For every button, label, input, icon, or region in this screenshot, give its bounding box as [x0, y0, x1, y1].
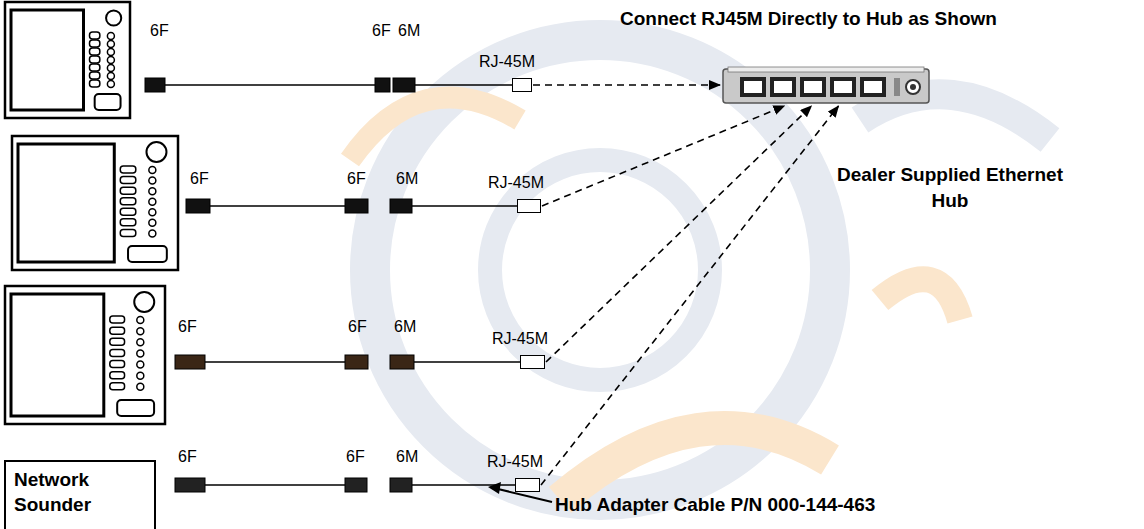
connector-label: 6F — [372, 22, 391, 40]
display-unit — [5, 2, 130, 118]
cables — [145, 78, 520, 492]
connector-label: 6M — [394, 318, 416, 336]
display-units — [5, 2, 178, 424]
rj45-connector: RJ-45M — [515, 478, 540, 492]
device-box: Network Sounder — [4, 460, 156, 529]
callout-label: Hub Adapter Cable P/N 000-144-463 — [555, 494, 875, 516]
rj45-connector: RJ-45M — [517, 199, 541, 213]
connector-label: 6F — [347, 170, 366, 188]
connector-label: 6F — [190, 170, 209, 188]
connector-label: 6F — [178, 318, 197, 336]
connector-name: RJ-45M — [488, 174, 544, 192]
connector-label: 6M — [398, 22, 420, 40]
connector-name: RJ-45M — [479, 53, 535, 71]
title: Connect RJ45M Directly to Hub as Shown — [620, 8, 997, 30]
connector-label: 6F — [178, 448, 197, 466]
dashed-connector — [533, 84, 720, 86]
connector-name: RJ-45M — [487, 453, 543, 471]
hub-shape — [722, 66, 930, 104]
connector-label: 6F — [150, 22, 169, 40]
dashed-connector — [542, 106, 784, 206]
rj45-connector: RJ-45M — [512, 78, 532, 92]
watermark — [350, 40, 1050, 500]
cable — [145, 78, 512, 92]
cable — [175, 478, 515, 492]
connector-label: 6M — [396, 448, 418, 466]
dashed-connector — [546, 106, 811, 362]
cable — [175, 355, 520, 369]
connector-label: 6F — [348, 318, 367, 336]
box-label: Network Sounder — [14, 468, 146, 517]
cable — [186, 199, 517, 213]
ethernet-hub: Dealer Supplied Ethernet Hub — [722, 66, 930, 104]
display-unit — [5, 286, 165, 424]
connector-label: 6M — [396, 170, 418, 188]
connector-name: RJ-45M — [492, 330, 548, 348]
connector-label: 6F — [346, 448, 365, 466]
rj45-connector: RJ-45M — [520, 355, 545, 369]
hub-label: Dealer Supplied Ethernet Hub — [830, 162, 1070, 213]
display-unit — [12, 136, 178, 270]
dashed-connector — [541, 106, 838, 485]
